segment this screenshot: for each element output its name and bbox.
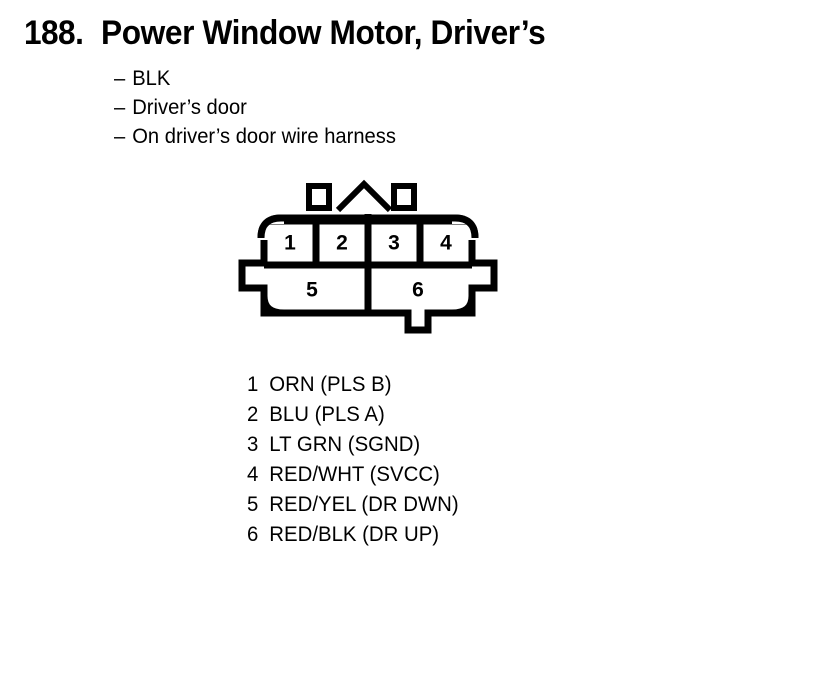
pin-number: 3 — [247, 433, 259, 456]
page-title: 188. Power Window Motor, Driver’s — [24, 14, 579, 53]
connector-bottom-right-corner — [451, 295, 476, 317]
attribute-item-location: – Driver’s door — [114, 93, 396, 122]
connector-right-tab — [391, 183, 417, 211]
pin-legend-row: 3 LT GRN (SGND) — [247, 430, 459, 460]
pin-legend-row: 1 ORN (PLS B) — [247, 370, 459, 400]
pin-description: RED/BLK (DR UP) — [269, 523, 440, 546]
page-title-number: 188. — [24, 14, 84, 52]
connector-diagram: 1 2 3 4 5 6 — [228, 178, 508, 343]
pin-description: LT GRN (SGND) — [269, 433, 421, 456]
pin-description: BLU (PLS A) — [269, 403, 385, 426]
dash-bullet-icon: – — [114, 96, 126, 119]
pin-legend-row: 6 RED/BLK (DR UP) — [247, 520, 459, 550]
connector-bottom-left-corner — [260, 295, 285, 317]
connector-outline-svg: 1 2 3 4 5 6 — [238, 179, 498, 334]
pin-description: RED/YEL (DR DWN) — [269, 493, 459, 516]
connector-cell-1: 1 — [284, 232, 296, 255]
pin-description: RED/WHT (SVCC) — [269, 463, 440, 486]
attribute-item-harness: – On driver’s door wire harness — [114, 122, 396, 151]
attribute-list: – BLK – Driver’s door – On driver’s door… — [114, 64, 408, 151]
dash-bullet-icon: – — [114, 67, 126, 90]
connector-cell-6: 6 — [412, 279, 424, 302]
pin-number: 6 — [247, 523, 259, 546]
connector-cell-4: 4 — [440, 232, 452, 255]
attribute-item-label: BLK — [132, 67, 171, 90]
page-title-text: Power Window Motor, Driver’s — [100, 14, 546, 52]
connector-cell-3: 3 — [388, 232, 400, 255]
dash-bullet-icon: – — [114, 125, 126, 148]
pin-number: 1 — [247, 373, 259, 396]
attribute-item-color: – BLK — [114, 64, 396, 93]
pin-legend-row: 4 RED/WHT (SVCC) — [247, 460, 459, 490]
connector-cell-5: 5 — [306, 279, 318, 302]
pin-legend-list: 1 ORN (PLS B) 2 BLU (PLS A) 3 LT GRN (SG… — [247, 370, 465, 550]
pin-legend-row: 5 RED/YEL (DR DWN) — [247, 490, 459, 520]
pin-number: 5 — [247, 493, 259, 516]
pin-number: 2 — [247, 403, 259, 426]
connector-cell-2: 2 — [336, 232, 348, 255]
connector-left-tab — [306, 183, 332, 211]
attribute-item-label: Driver’s door — [132, 96, 247, 119]
pin-legend-row: 2 BLU (PLS A) — [247, 400, 459, 430]
connector-latch-peak — [335, 179, 393, 213]
attribute-item-label: On driver’s door wire harness — [132, 125, 396, 148]
pin-number: 4 — [247, 463, 259, 486]
pin-description: ORN (PLS B) — [269, 373, 392, 396]
